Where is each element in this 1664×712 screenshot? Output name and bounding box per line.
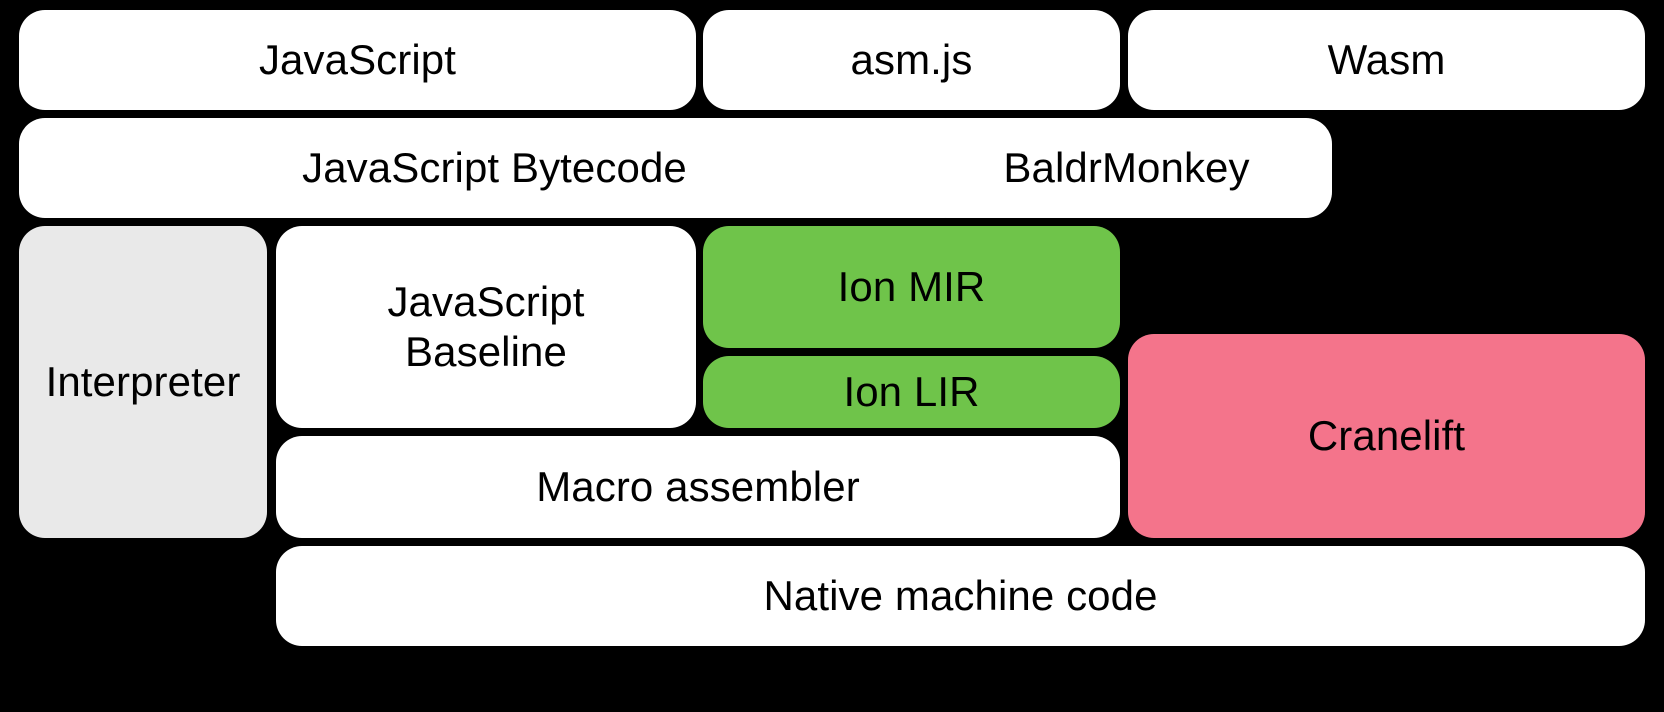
node-javascript: JavaScript [19,10,696,110]
node-macro-assembler: Macro assembler [276,436,1120,538]
node-ion-mir: Ion MIR [703,226,1120,348]
node-ion-lir: Ion LIR [703,356,1120,428]
node-javascript-baseline: JavaScript Baseline [276,226,696,428]
node-interpreter: Interpreter [19,226,267,538]
node-javascript-bytecode: JavaScript Bytecode [19,118,970,218]
node-baldrmonkey: BaldrMonkey [921,118,1332,218]
node-native-machine-code: Native machine code [276,546,1645,646]
node-cranelift: Cranelift [1128,334,1645,538]
node-wasm: Wasm [1128,10,1645,110]
node-asmjs: asm.js [703,10,1120,110]
